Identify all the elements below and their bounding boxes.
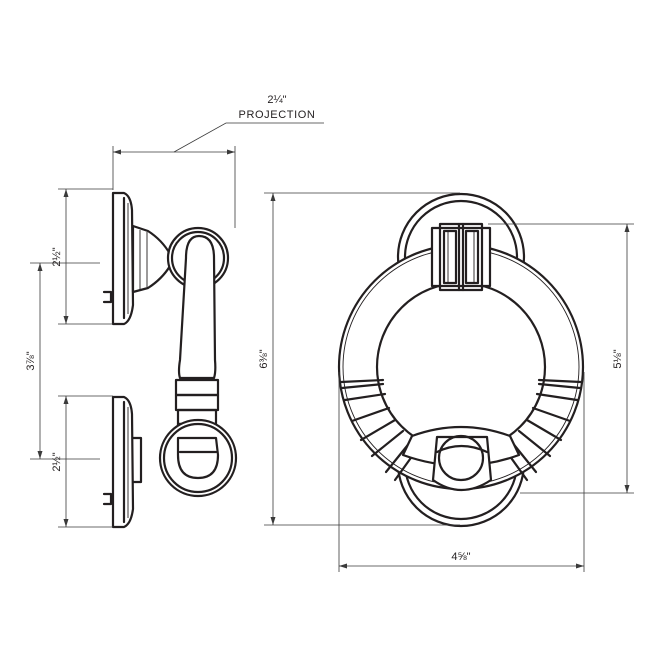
- side-top-plate-height-label: 2½": [51, 247, 63, 266]
- side-upper-plate: [102, 191, 135, 326]
- projection-dimension-value: 2¼": [267, 94, 286, 106]
- projection-dimension: 2¼" PROJECTION: [112, 94, 324, 228]
- front-dimensions: 6⅜" 5⅛" 4⅝": [258, 192, 634, 572]
- side-lower-plate: [102, 395, 143, 529]
- side-total-height-label: 3⅞": [25, 351, 37, 370]
- front-overall-height-label: 6⅜": [258, 349, 270, 368]
- front-ring-grooves: [339, 378, 583, 482]
- side-dimensions: 2½" 3⅞" 2½": [25, 188, 113, 528]
- side-bottom-plate-height-label: 2½": [51, 452, 63, 471]
- front-width-label: 4⅝": [451, 551, 470, 563]
- front-striker: [401, 425, 521, 491]
- side-view: 2¼" PROJECTION 2½" 3⅞" 2½": [25, 94, 324, 529]
- front-ring-height-label: 5⅛": [612, 349, 624, 368]
- side-knocker-arm: [158, 234, 238, 498]
- front-pivot-block: [430, 222, 492, 292]
- front-view: 6⅜" 5⅛" 4⅝": [258, 192, 634, 572]
- projection-label: PROJECTION: [239, 109, 316, 121]
